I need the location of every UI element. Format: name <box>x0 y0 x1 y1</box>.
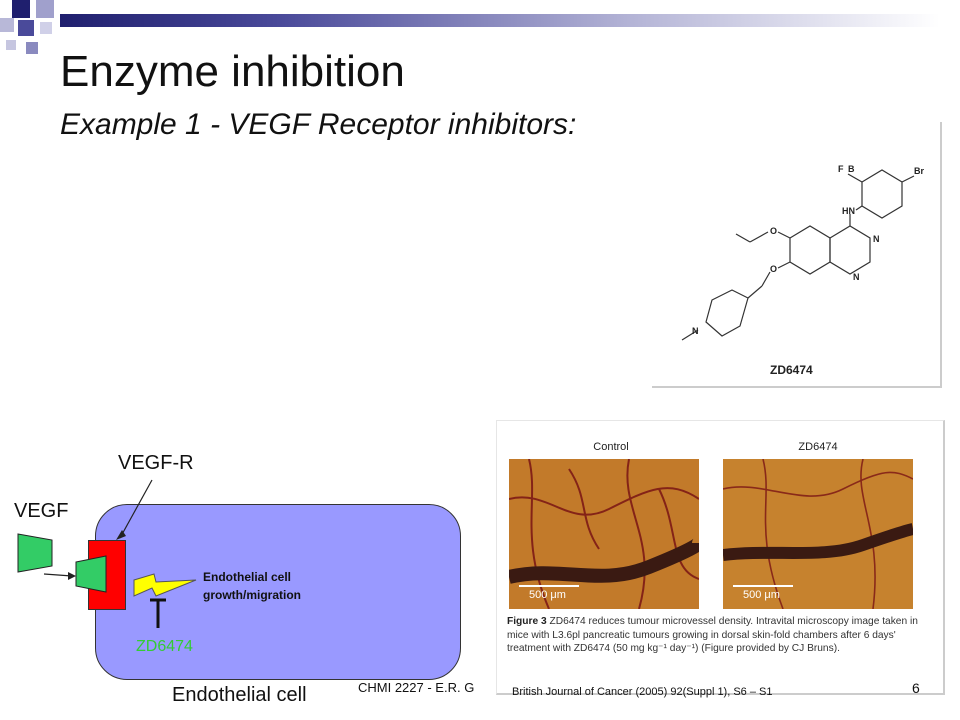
vegf-r-label: VEGF-R <box>118 452 194 474</box>
footer-course: CHMI 2227 - E.R. G <box>358 680 475 695</box>
atom-n2-label: N <box>853 272 860 282</box>
atom-o2-label: O <box>770 264 777 274</box>
caption-body: ZD6474 reduces tumour microvessel densit… <box>507 616 918 654</box>
binding-arrow <box>43 573 73 577</box>
effect-label-line2: growth/migration <box>203 588 301 602</box>
slide-subtitle: Example 1 - VEGF Receptor inhibitors: <box>60 108 577 141</box>
treated-micrograph: 500 μm <box>723 459 913 609</box>
panel-label-control: Control <box>593 441 629 453</box>
atom-f-label: F <box>838 164 844 174</box>
atom-o1-label: O <box>770 226 777 236</box>
atom-n3-label: N <box>692 326 699 336</box>
inhibitor-label: ZD6474 <box>136 638 193 655</box>
caption-heading: Figure 3 <box>507 616 547 627</box>
structure-drawing: F B Br HN N N O O N ZD6474 <box>681 164 924 377</box>
figure-caption: Figure 3 ZD6474 reduces tumour microvess… <box>507 615 937 656</box>
atom-hn-label: HN <box>842 206 855 216</box>
effect-label-line1: Endothelial cell <box>203 570 292 584</box>
signal-bolt <box>133 573 197 597</box>
control-micrograph: 500 μm <box>509 459 699 609</box>
atom-b-label: B <box>848 164 855 174</box>
vegf-ligand-bound <box>75 555 107 593</box>
panel-label-treated: ZD6474 <box>798 441 838 453</box>
atom-br-label: Br <box>914 166 924 176</box>
corner-decoration <box>0 0 80 60</box>
vegf-label: VEGF <box>14 500 69 522</box>
vegf-ligand-free <box>17 533 53 573</box>
scale-bar-right <box>733 585 793 587</box>
microscopy-figure: Control ZD6474 500 μm <box>496 420 945 695</box>
scale-label-right: 500 μm <box>743 589 780 601</box>
title-bar-decoration <box>60 14 940 27</box>
vegf-r-pointer <box>119 479 153 539</box>
compound-name: ZD6474 <box>770 363 813 377</box>
effect-label: Endothelial cell growth/migration <box>203 568 301 604</box>
slide-title: Enzyme inhibition <box>60 47 405 96</box>
figure-citation: British Journal of Cancer (2005) 92(Supp… <box>512 686 773 698</box>
scale-bar-left <box>519 585 579 587</box>
page-number: 6 <box>912 680 920 696</box>
atom-n1-label: N <box>873 234 880 244</box>
scale-label-left: 500 μm <box>529 589 566 601</box>
chemical-structure-figure: F B Br HN N N O O N ZD6474 <box>652 122 942 388</box>
cell-label: Endothelial cell <box>172 684 307 706</box>
diagram-shapes <box>17 479 197 628</box>
